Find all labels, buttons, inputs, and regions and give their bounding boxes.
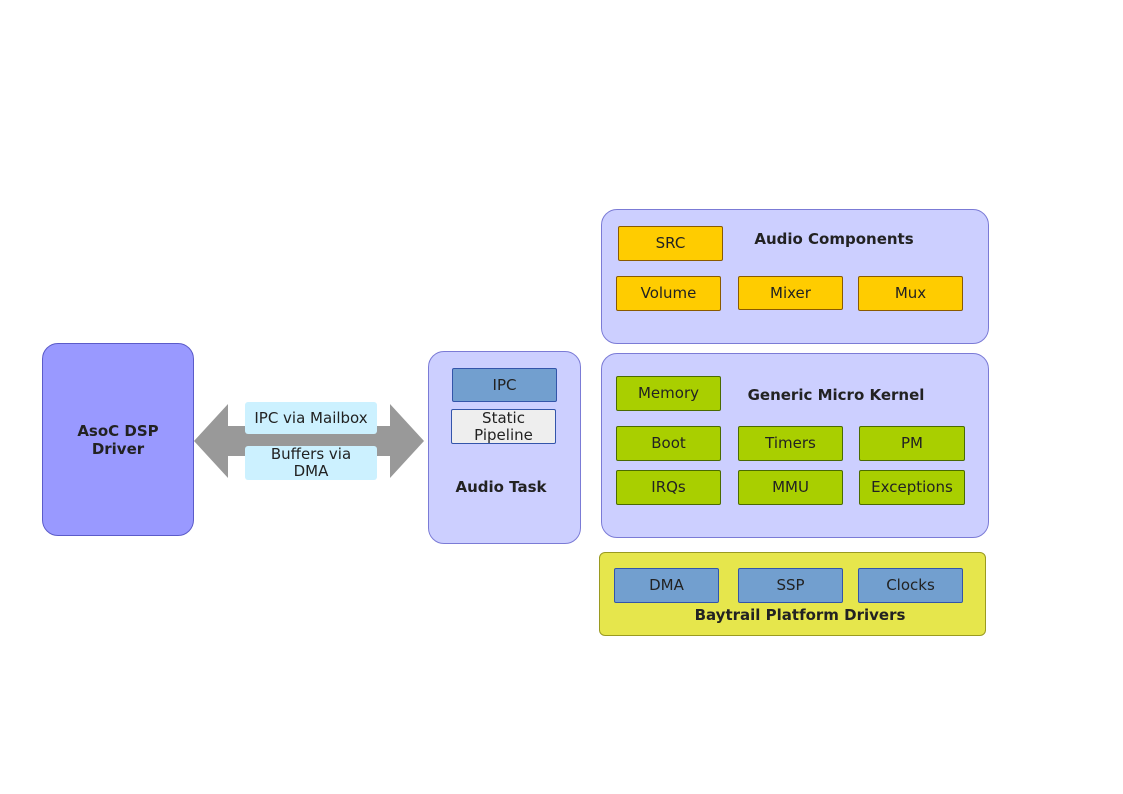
clocks-label: Clocks [886,576,935,594]
pm-block: PM [859,426,965,461]
boot-block: Boot [616,426,721,461]
pm-label: PM [901,434,923,452]
src-label: SRC [655,234,686,252]
mux-label: Mux [894,284,927,302]
ssp-block: SSP [738,568,843,603]
ssp-label: SSP [776,576,805,594]
clocks-block: Clocks [858,568,963,603]
dma-block: DMA [614,568,719,603]
asoc-dsp-driver-label: AsoC DSP Driver [77,421,159,458]
arrow-shape [194,404,424,478]
mixer-block: Mixer [738,276,843,310]
buffers-via-dma-label: Buffers via DMA [245,446,377,480]
dma-label: DMA [649,576,684,594]
mux-block: Mux [858,276,963,311]
ipc-block-label: IPC [492,375,517,394]
mmu-label: MMU [772,478,809,496]
irqs-block: IRQs [616,470,721,505]
volume-label: Volume [640,284,697,302]
buffers-via-dma-text: Buffers via DMA [270,445,352,480]
audio-components-title: Audio Components [754,230,914,248]
memory-block: Memory [616,376,721,411]
timers-label: Timers [765,434,816,452]
timers-block: Timers [738,426,843,461]
bidirectional-arrow-icon [194,404,424,478]
irqs-label: IRQs [651,478,686,496]
ipc-block: IPC [452,368,557,402]
micro-kernel-title: Generic Micro Kernel [747,386,925,404]
boot-label: Boot [651,434,686,452]
memory-label: Memory [637,384,699,402]
ipc-via-mailbox-label: IPC via Mailbox [245,402,377,434]
platform-drivers-title: Baytrail Platform Drivers [694,606,906,624]
audio-task-title: Audio Task [455,478,547,496]
static-pipeline-label: Static Pipeline [474,408,533,444]
volume-block: Volume [616,276,721,311]
ipc-via-mailbox-text: IPC via Mailbox [254,408,368,427]
mmu-block: MMU [738,470,843,505]
exceptions-block: Exceptions [859,470,965,505]
asoc-dsp-driver-block: AsoC DSP Driver [42,343,194,536]
static-pipeline-block: Static Pipeline [451,409,556,444]
src-block: SRC [618,226,723,261]
exceptions-label: Exceptions [871,478,953,496]
mixer-label: Mixer [770,283,811,302]
